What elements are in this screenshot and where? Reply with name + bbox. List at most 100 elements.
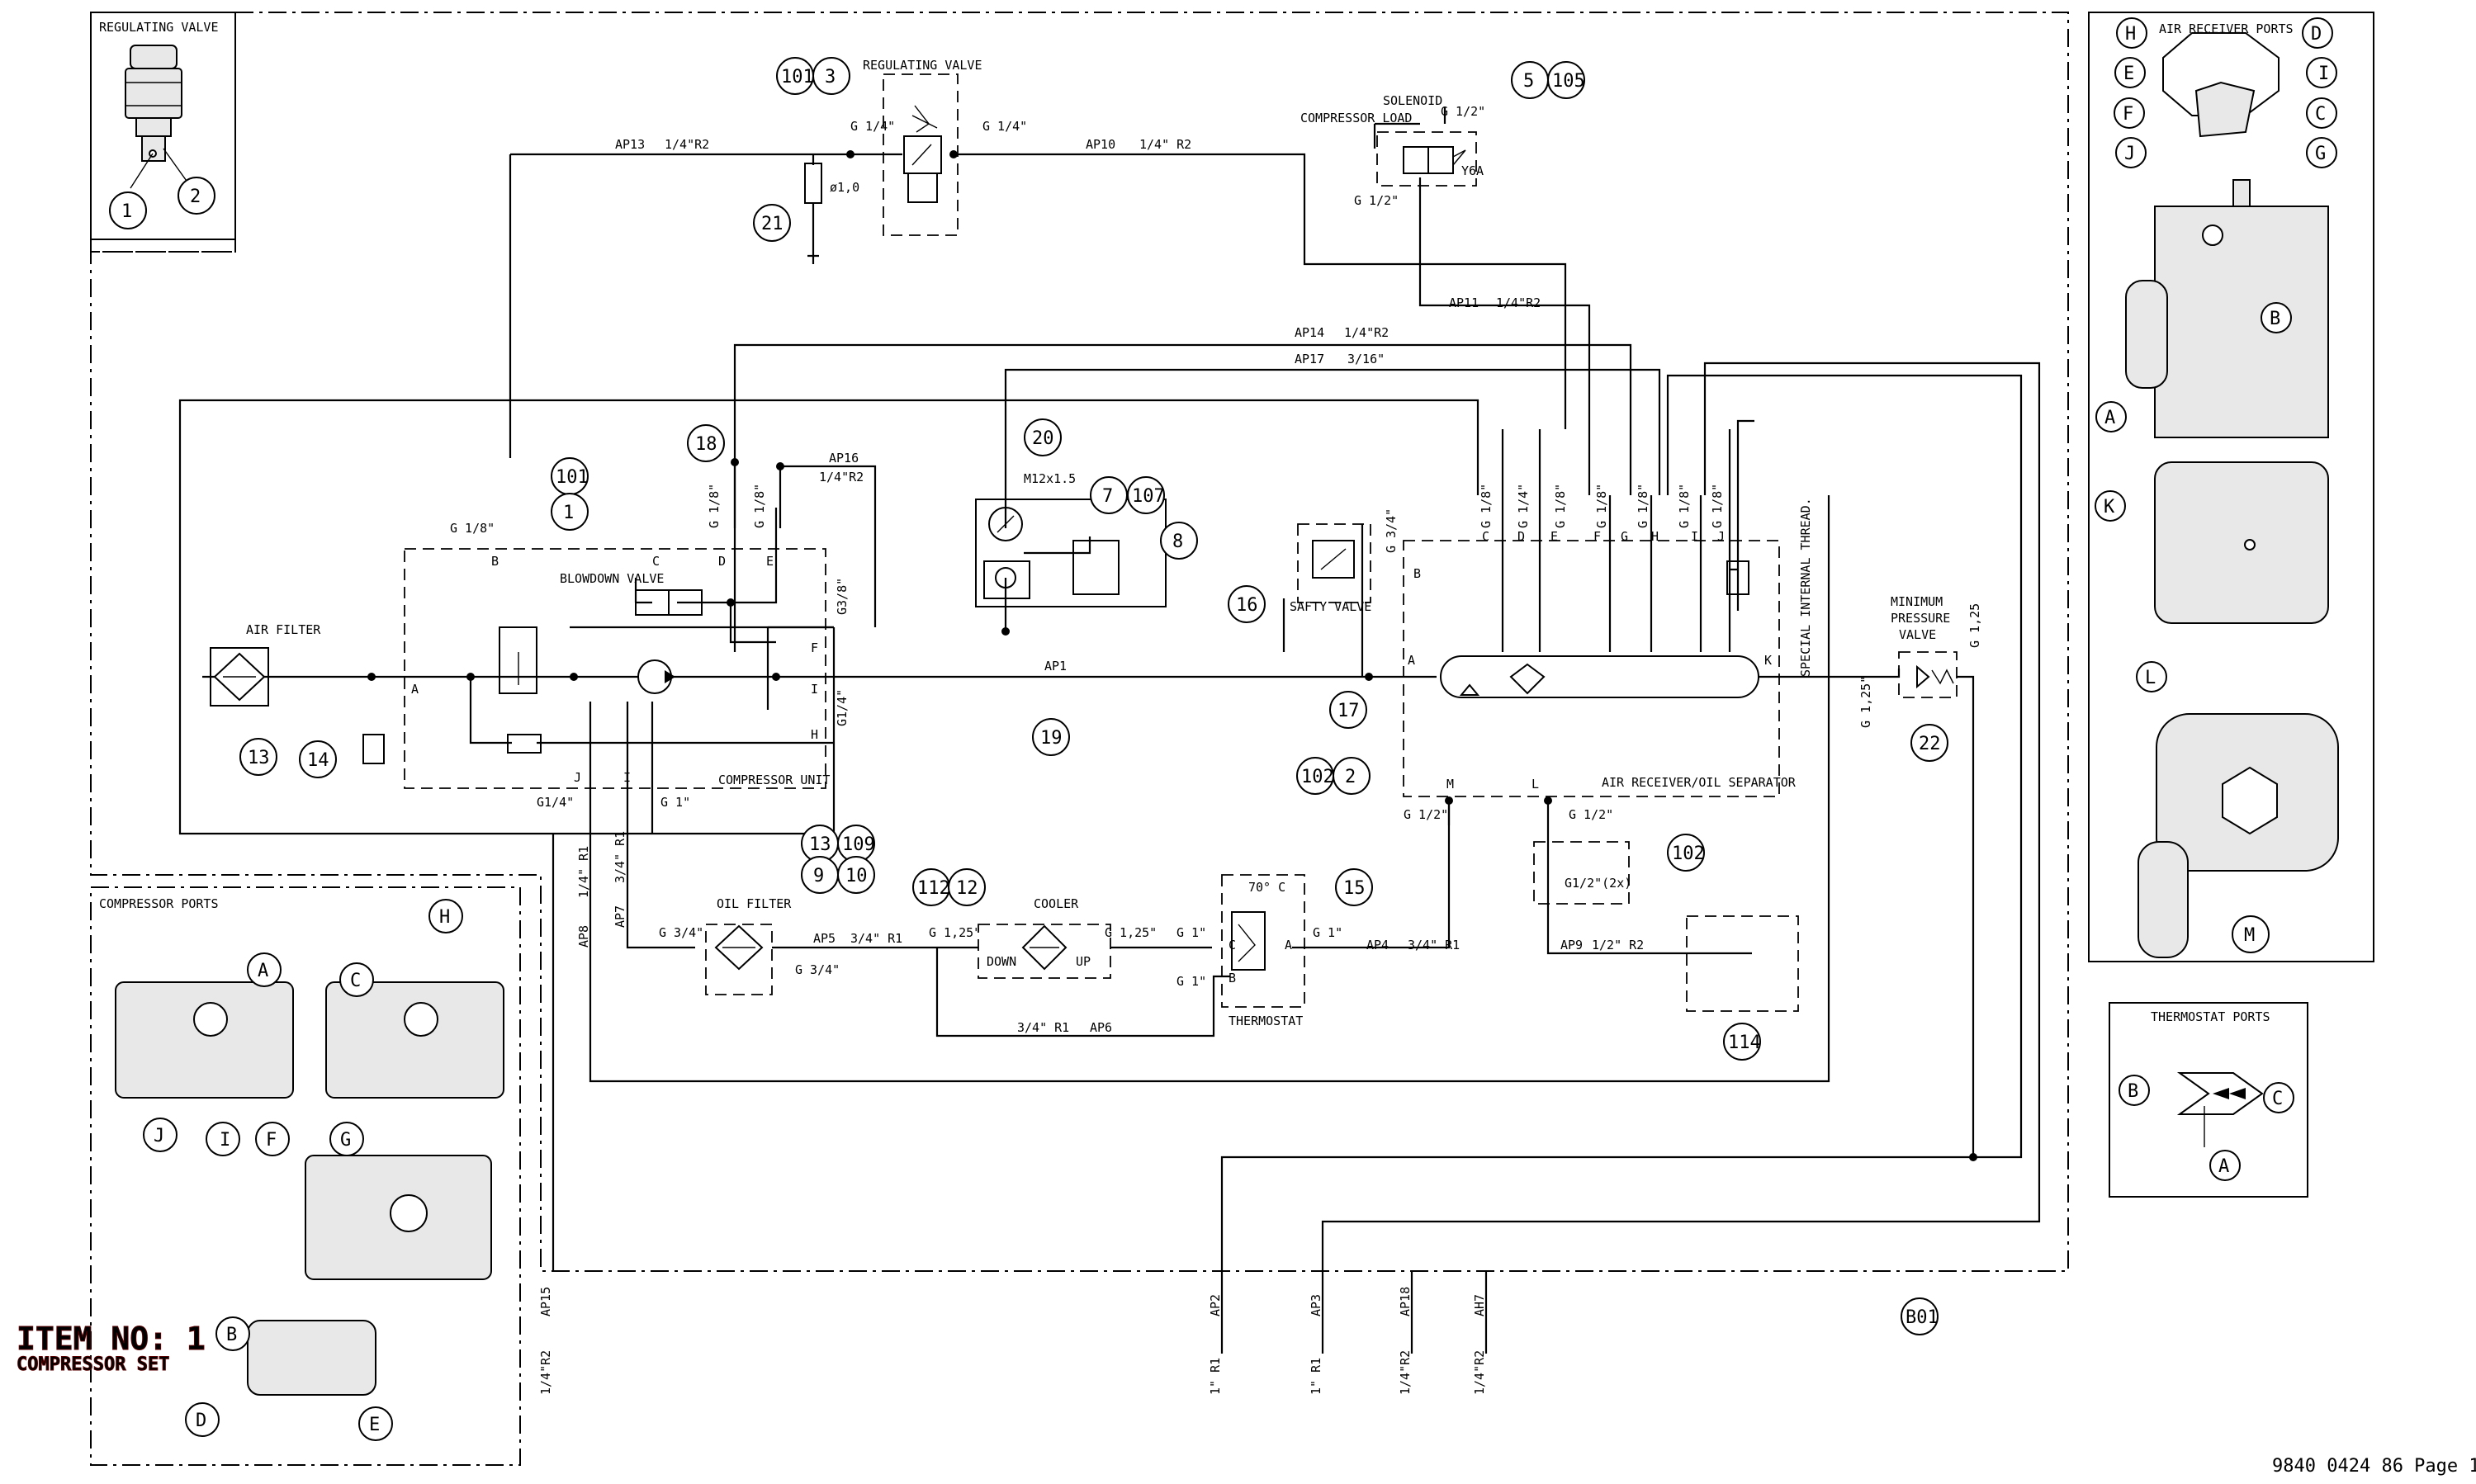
svg-text:1" R1: 1" R1 (1309, 1358, 1323, 1395)
svg-text:H: H (439, 907, 450, 928)
svg-text:102: 102 (1672, 844, 1705, 864)
svg-text:3/4" R1: 3/4" R1 (850, 931, 902, 946)
svg-text:E: E (766, 554, 774, 569)
svg-text:AP7: AP7 (613, 905, 627, 928)
svg-text:1/4"R2: 1/4"R2 (1496, 295, 1541, 310)
svg-text:AH7: AH7 (1472, 1294, 1487, 1316)
svg-text:I: I (811, 682, 818, 697)
svg-text:G 1/8": G 1/8" (1553, 484, 1568, 528)
regulating-valve-symbol (903, 105, 942, 203)
svg-text:1: 1 (563, 503, 574, 523)
solenoid-valve-symbol (1403, 146, 1466, 174)
svg-text:M: M (2244, 925, 2255, 946)
svg-text:H: H (2125, 24, 2136, 45)
svg-text:1/2" R2: 1/2" R2 (1592, 938, 1644, 952)
svg-text:G1/4": G1/4" (537, 795, 574, 810)
svg-text:B: B (226, 1325, 237, 1345)
svg-text:G 1/8": G 1/8" (450, 521, 495, 536)
safety-valve-symbol (1312, 540, 1355, 579)
svg-text:102: 102 (1301, 767, 1334, 787)
svg-text:G 1/2": G 1/2" (1569, 807, 1613, 822)
svg-text:D: D (196, 1411, 206, 1431)
thermostat-ports-drawing: B C A (2119, 1072, 2294, 1181)
svg-text:3/16": 3/16" (1347, 352, 1385, 366)
svg-text:101: 101 (781, 67, 814, 87)
svg-text:G: G (340, 1130, 351, 1151)
svg-text:101: 101 (556, 467, 589, 488)
cooler-symbol (1021, 924, 1068, 971)
svg-text:1/4"R2: 1/4"R2 (1344, 325, 1389, 340)
svg-text:C: C (2272, 1089, 2283, 1109)
title-safety-valve: SAFTY VALVE (1290, 599, 1371, 614)
svg-text:A: A (2218, 1156, 2229, 1177)
thermostat-symbol (1231, 911, 1266, 971)
svg-text:AP11: AP11 (1449, 295, 1479, 310)
svg-text:AP9: AP9 (1560, 938, 1583, 952)
item-name: COMPRESSOR SET (17, 1354, 169, 1375)
svg-text:D: D (718, 554, 726, 569)
svg-text:1/4"R2: 1/4"R2 (538, 1350, 553, 1395)
box-compressor-ports (90, 886, 521, 1466)
svg-text:I: I (1691, 529, 1698, 544)
svg-text:L: L (1532, 777, 1539, 792)
svg-text:G: G (2315, 144, 2326, 164)
item-number: ITEM NO: 1 (17, 1321, 206, 1357)
title-min-pressure-3: VALVE (1899, 627, 1936, 642)
svg-text:16: 16 (1236, 595, 1258, 616)
svg-text:J: J (154, 1126, 164, 1146)
title-min-pressure-1: MINIMUM (1891, 594, 1943, 609)
svg-text:A: A (258, 961, 268, 981)
svg-text:F: F (811, 640, 818, 655)
title-regulating-valve-detail: REGULATING VALVE (99, 20, 219, 35)
svg-text:H: H (811, 727, 818, 742)
svg-text:E: E (1550, 529, 1558, 544)
title-solenoid: SOLENOID (1383, 93, 1442, 108)
box-air-receiver-ports (2088, 12, 2374, 962)
svg-text:G1/4": G1/4" (835, 689, 850, 726)
pressure-switch-symbol (1072, 540, 1120, 595)
svg-text:M: M (1446, 777, 1454, 792)
svg-text:AP6: AP6 (1090, 1020, 1112, 1035)
svg-text:E: E (2123, 64, 2134, 84)
svg-text:1/4" R2: 1/4" R2 (1139, 137, 1191, 152)
component-boxes (404, 73, 1958, 1012)
svg-text:C: C (652, 554, 660, 569)
svg-text:D: D (1517, 529, 1525, 544)
inlet-valve-symbol (499, 626, 542, 754)
svg-text:F: F (2123, 104, 2133, 125)
svg-text:I: I (2318, 64, 2329, 84)
svg-text:G3/8": G3/8" (835, 578, 850, 615)
svg-text:1/4" R1: 1/4" R1 (576, 846, 591, 898)
svg-text:G 1/8": G 1/8" (1479, 484, 1494, 528)
svg-text:1/4"R2: 1/4"R2 (1398, 1350, 1413, 1395)
svg-text:K: K (2104, 497, 2115, 518)
title-compressor-ports: COMPRESSOR PORTS (99, 896, 219, 911)
svg-text:A: A (2104, 408, 2115, 428)
label-special-thread: SPECIAL INTERNAL THREAD. (1798, 498, 1813, 677)
svg-text:G 1/4": G 1/4" (850, 119, 895, 134)
svg-text:G 1,25": G 1,25" (1858, 676, 1873, 728)
svg-text:B: B (2270, 309, 2280, 329)
svg-text:1: 1 (121, 201, 132, 222)
svg-text:17: 17 (1337, 701, 1360, 721)
title-air-receiver-separator: AIR RECEIVER/OIL SEPARATOR (1602, 775, 1797, 790)
regulating-valve-drawing (125, 45, 189, 189)
title-compressor-unit: COMPRESSOR UNIT (718, 773, 830, 787)
svg-text:B: B (1413, 566, 1421, 581)
svg-text:M12x1.5: M12x1.5 (1024, 471, 1076, 486)
label-cooler-up: UP (1076, 954, 1091, 969)
svg-text:G 1": G 1" (660, 795, 690, 810)
svg-text:C: C (2315, 104, 2326, 125)
air-receiver-port-labels: H D E I F C J G B A K L (2095, 17, 2337, 692)
svg-text:J: J (574, 770, 581, 785)
svg-text:107: 107 (1132, 486, 1165, 507)
svg-text:I: I (623, 770, 631, 785)
svg-text:G 1/4": G 1/4" (982, 119, 1027, 134)
svg-text:7: 7 (1102, 486, 1113, 507)
sensor-symbol (362, 163, 1749, 764)
svg-text:2: 2 (1345, 767, 1356, 787)
svg-text:E: E (369, 1415, 380, 1435)
svg-text:C: C (350, 971, 361, 991)
svg-text:105: 105 (1552, 71, 1585, 92)
svg-text:I: I (220, 1130, 230, 1151)
